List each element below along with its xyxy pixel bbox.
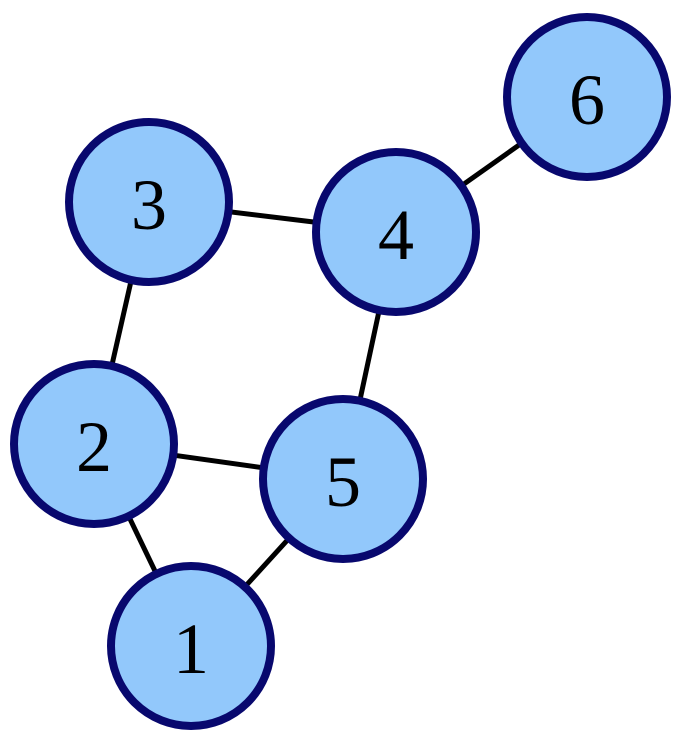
graph-node-1	[107, 562, 275, 730]
graph-node-label-4: 4	[378, 195, 414, 275]
graph-node-4	[312, 148, 480, 316]
graph-node-label-5: 5	[325, 442, 361, 522]
graph-node-label-3: 3	[131, 165, 167, 245]
graph-node-label-2: 2	[76, 407, 112, 487]
graph-node-3	[65, 118, 233, 286]
graph-node-2	[10, 360, 178, 528]
graph-node-6	[503, 13, 671, 181]
graph-node-label-1: 1	[173, 609, 209, 689]
node-layer	[10, 13, 671, 730]
label-layer: 1 2 3 4 5 6	[76, 60, 605, 689]
graph-node-5	[259, 395, 427, 563]
graph-node-label-6: 6	[569, 60, 605, 140]
